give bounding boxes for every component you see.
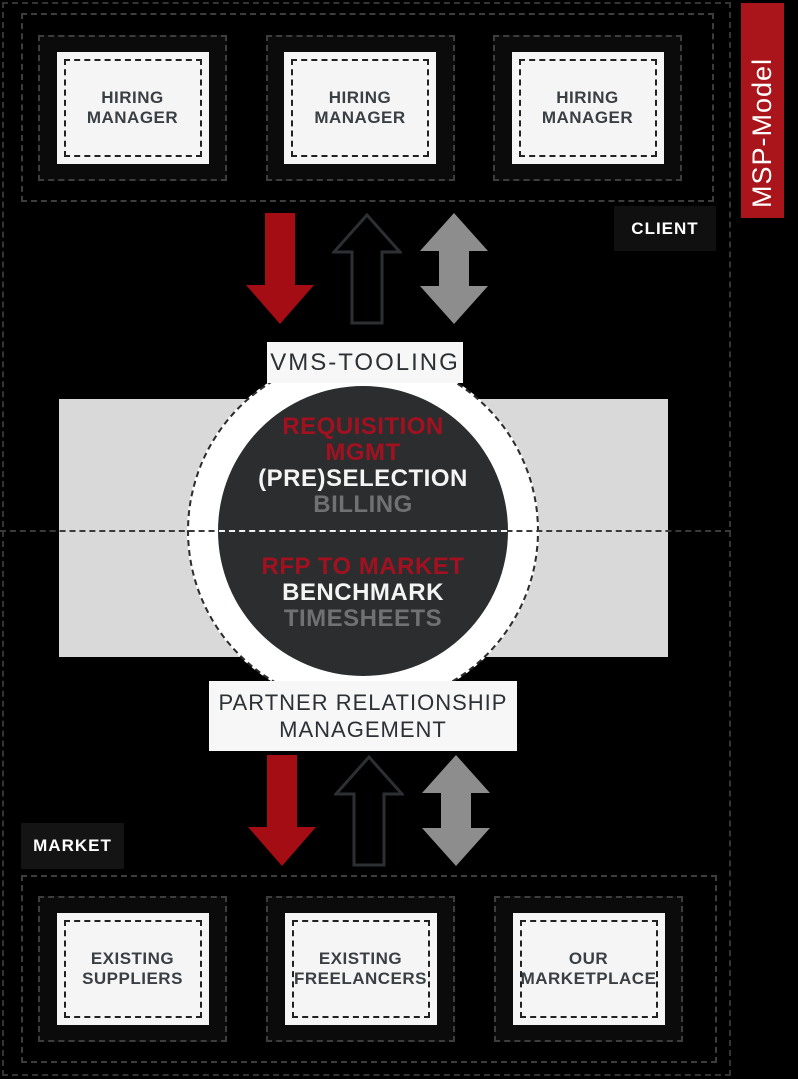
circle-line-mgmt: MGMT (325, 439, 401, 466)
market-tag: MARKET (21, 823, 124, 869)
hiring-manager-node-1: HIRING MANAGER (38, 34, 227, 181)
msp-model-banner-label: MSP-Model (747, 57, 777, 208)
hiring-manager-node-2-label: HIRING MANAGER (314, 87, 406, 127)
down-arrow-icon (246, 213, 314, 324)
up-arrow-icon (332, 213, 402, 325)
existing-freelancers-node-label: EXISTING FREELANCERS (293, 949, 427, 988)
down-arrow-icon (248, 755, 316, 866)
vms-circle-upper-text: REQUISITION MGMT (PRE)SELECTION BILLING (187, 414, 539, 518)
msp-model-banner: MSP-Model (741, 3, 784, 218)
existing-freelancers-node-inner: EXISTING FREELANCERS (284, 913, 437, 1025)
hiring-manager-node-2: HIRING MANAGER (265, 34, 455, 181)
client-section: HIRING MANAGER HIRING MANAGER HIRING MAN… (21, 13, 714, 202)
circle-line-requisition: REQUISITION (282, 413, 444, 440)
our-marketplace-node-label: OUR MARKETPLACE (520, 949, 657, 988)
hiring-manager-node-1-inner: HIRING MANAGER (56, 51, 209, 164)
our-marketplace-node-inner: OUR MARKETPLACE (512, 913, 665, 1025)
up-down-arrow-icon (422, 755, 490, 866)
circle-line-billing: BILLING (313, 491, 413, 518)
client-tag: CLIENT (614, 206, 716, 251)
client-vms-arrows (245, 213, 489, 325)
vms-circle-lower-text: RFP TO MARKET BENCHMARK TIMESHEETS (187, 554, 539, 632)
hiring-manager-node-1-label: HIRING MANAGER (86, 87, 179, 127)
hiring-manager-node-3: HIRING MANAGER (493, 34, 682, 181)
circle-line-rfp: RFP TO MARKET (261, 553, 465, 580)
our-marketplace-node: OUR MARKETPLACE (494, 896, 683, 1042)
up-down-arrow-icon (420, 213, 488, 324)
vms-tooling-label: VMS-TOOLING (267, 342, 463, 383)
hiring-manager-node-3-label: HIRING MANAGER (541, 87, 634, 127)
hiring-manager-node-3-inner: HIRING MANAGER (511, 51, 664, 164)
market-section: EXISTING SUPPLIERS EXISTING FREELANCERS … (21, 875, 717, 1063)
vms-market-arrows (247, 755, 491, 867)
existing-suppliers-node: EXISTING SUPPLIERS (38, 896, 227, 1042)
circle-line-benchmark: BENCHMARK (282, 579, 444, 606)
hiring-manager-node-2-inner: HIRING MANAGER (284, 51, 436, 164)
circle-line-timesheets: TIMESHEETS (283, 605, 443, 632)
existing-suppliers-node-label: EXISTING SUPPLIERS (82, 949, 183, 988)
existing-freelancers-node: EXISTING FREELANCERS (266, 896, 455, 1042)
existing-suppliers-node-inner: EXISTING SUPPLIERS (56, 913, 209, 1025)
client-market-divider-highlight (219, 530, 507, 532)
circle-line-preselection: (PRE)SELECTION (258, 465, 468, 492)
page-outline (2, 2, 731, 1076)
up-arrow-icon (334, 755, 404, 867)
partner-relationship-management-label: PARTNER RELATIONSHIP MANAGEMENT (209, 681, 517, 751)
